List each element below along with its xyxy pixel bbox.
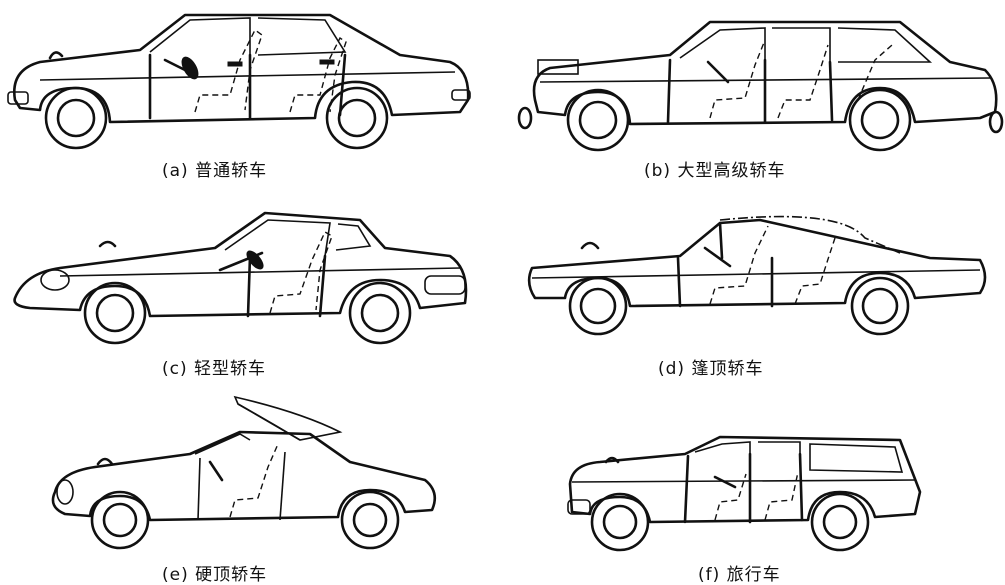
caption-luxury-sedan: (b) 大型高级轿车 — [644, 161, 786, 181]
sedan-drawing — [7, 13, 471, 150]
panel-hardtop-sedan: (e) 硬顶轿车 — [0, 392, 480, 585]
panel-station-wagon: (f) 旅行车 — [510, 392, 1005, 585]
light-sedan-drawing — [13, 211, 468, 345]
convertible-sedan-drawing — [527, 215, 987, 336]
panel-luxury-sedan: (b) 大型高级轿车 — [510, 0, 1005, 190]
caption-sedan: (a) 普通轿车 — [162, 161, 268, 181]
hardtop-sedan-drawing — [51, 395, 437, 550]
panel-light-sedan: (c) 轻型轿车 — [0, 198, 480, 384]
caption-light-sedan: (c) 轻型轿车 — [162, 359, 267, 379]
caption-hardtop-sedan: (e) 硬顶轿车 — [162, 565, 268, 585]
panel-convertible-sedan: (d) 篷顶轿车 — [510, 198, 1005, 384]
caption-convertible-sedan: (d) 篷顶轿车 — [658, 359, 764, 379]
panel-sedan: (a) 普通轿车 — [0, 0, 480, 190]
station-wagon-drawing — [567, 435, 922, 552]
caption-station-wagon: (f) 旅行车 — [698, 565, 781, 585]
luxury-sedan-drawing — [517, 20, 1004, 152]
